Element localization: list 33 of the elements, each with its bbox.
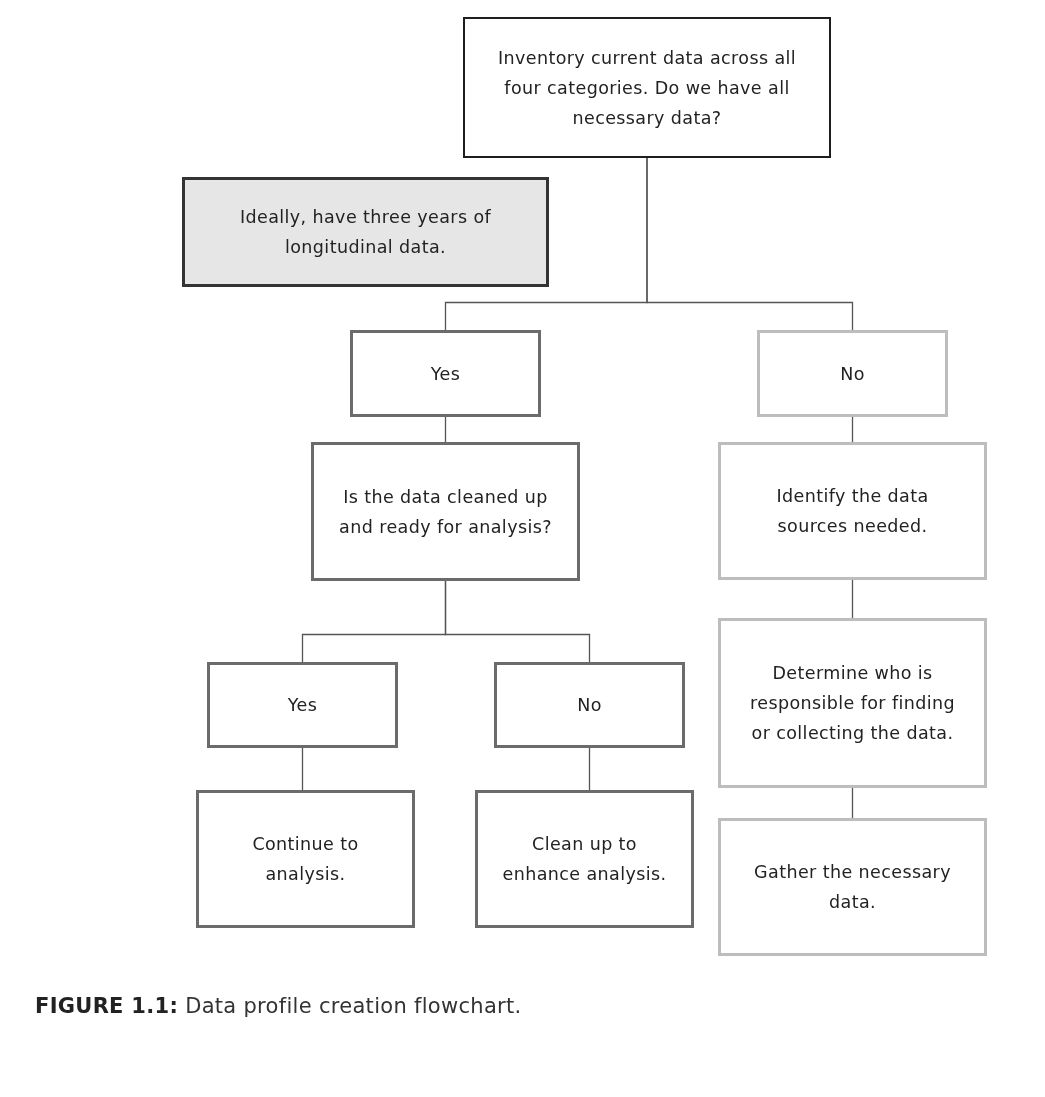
box-text: Identify the data sources needed. [775,485,930,538]
process-box [475,790,694,928]
connector-line [646,157,854,331]
process-box [196,790,415,928]
box-text: Clean up to enhance analysis. [502,833,667,886]
question-box [463,17,831,158]
box-text: Yes [430,362,461,386]
connector-line [444,580,591,663]
process-box [718,818,987,956]
note-box [182,177,549,287]
figure-caption: FIGURE 1.1: Data profile creation flowchart. [35,994,522,1018]
connector-line [588,747,591,791]
connector-line [444,416,447,443]
box-text: No [577,694,602,717]
box-text: Is the data cleaned up and ready for analysis? [338,485,553,539]
box-text: Yes [287,694,318,717]
box-text: Inventory current data across all four categories. Do we have all necessary data? [496,46,798,130]
process-box [718,442,987,580]
box-text: Determine who is responsible for finding or collecting the data. [749,662,956,745]
connector-line [851,579,854,619]
process-box [311,442,580,581]
box-text: No [840,362,865,386]
box-text: Ideally, have three years of longitudinal data. [238,206,493,259]
process-box [350,330,541,417]
process-box [718,618,987,788]
connector-line [301,747,304,791]
box-text: Continue to analysis. [251,833,360,886]
process-box [757,330,948,417]
connector-line [851,416,854,443]
connector-line [851,787,854,819]
process-box [207,662,398,748]
box-text: Gather the necessary data. [753,861,952,914]
process-box [494,662,685,748]
